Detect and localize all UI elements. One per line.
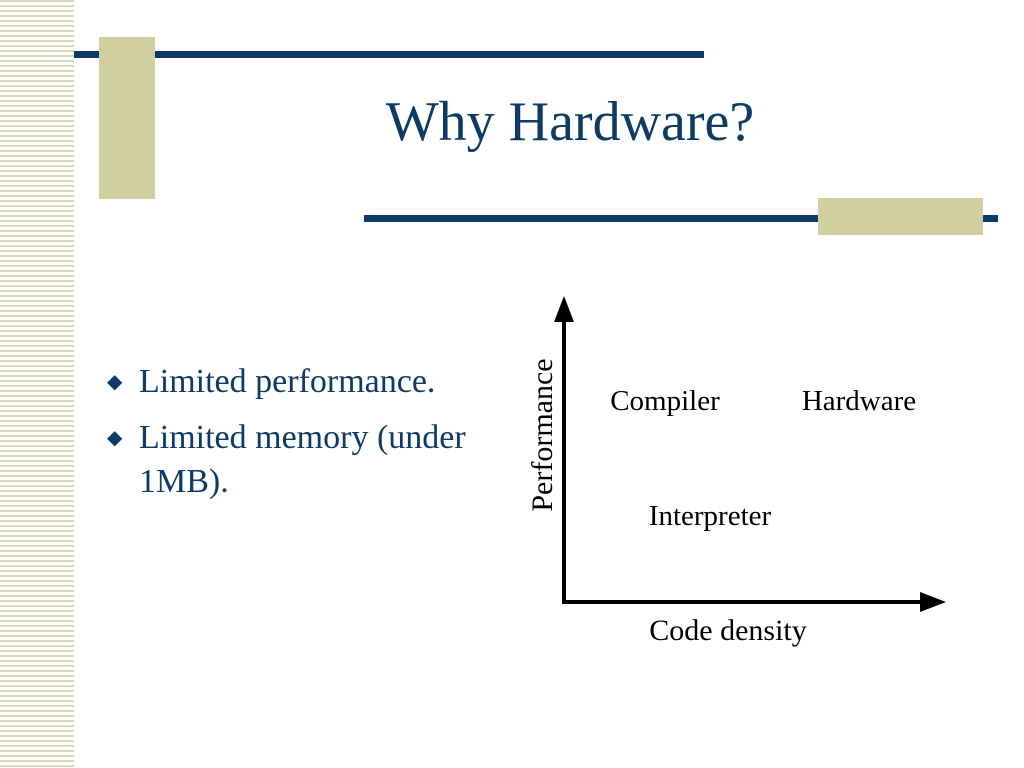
bullet-item: ◆ Limited performance. <box>105 360 505 404</box>
x-axis-arrow-icon <box>920 592 946 612</box>
accent-block-right <box>818 198 983 235</box>
bullet-item: ◆ Limited memory (under 1MB). <box>105 416 505 504</box>
title-top-rule <box>74 51 704 58</box>
slide-title: Why Hardware? <box>385 91 755 153</box>
decorative-stripe-band <box>0 0 74 768</box>
bullet-list: ◆ Limited performance. ◆ Limited memory … <box>105 360 505 516</box>
x-axis-label: Code density <box>649 614 807 647</box>
compiler-label: Compiler <box>610 385 720 417</box>
diamond-bullet-icon: ◆ <box>107 371 123 393</box>
y-axis-label: Performance <box>526 358 559 511</box>
bullet-text: Limited performance. <box>139 363 436 400</box>
interpreter-label: Interpreter <box>649 500 772 532</box>
hardware-label: Hardware <box>802 385 916 417</box>
accent-block-left <box>99 37 155 199</box>
y-axis-arrow-icon <box>554 296 574 322</box>
bullet-text: Limited memory (under 1MB). <box>139 419 466 500</box>
diamond-bullet-icon: ◆ <box>107 427 123 449</box>
title-bottom-rule <box>364 215 998 222</box>
